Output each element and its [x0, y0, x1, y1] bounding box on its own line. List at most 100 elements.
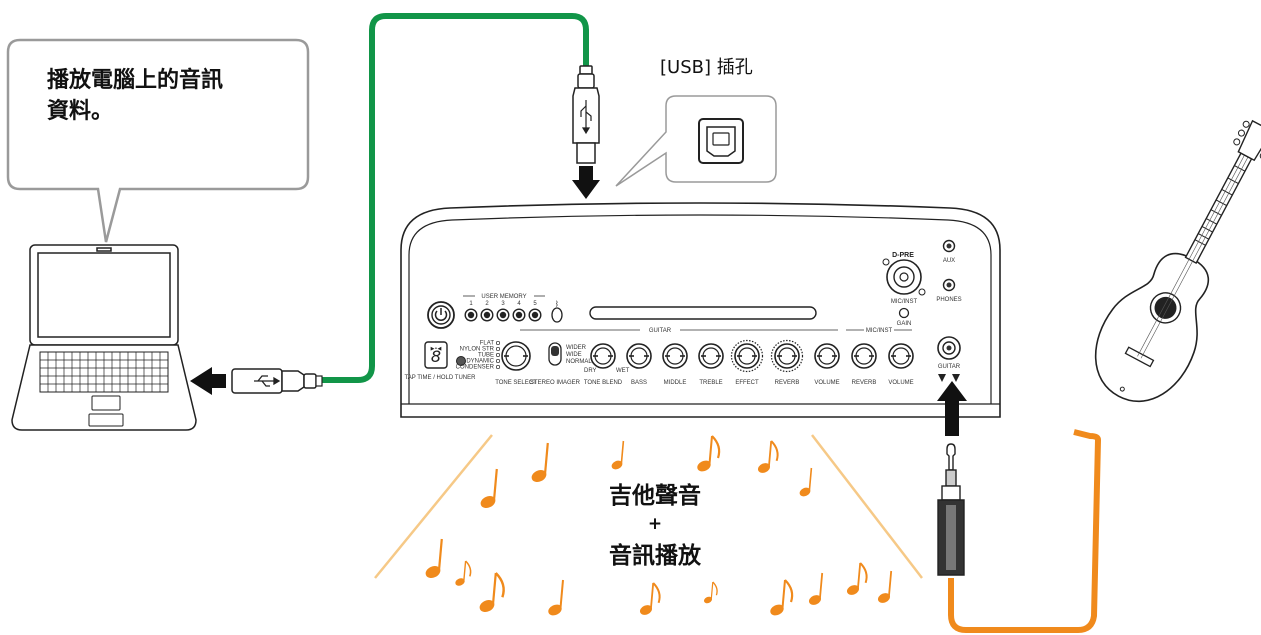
- acoustic-guitar: [1094, 119, 1261, 402]
- arrow-into-guitar-jack: [937, 381, 967, 436]
- tone-mode-label: NYLON STR: [460, 347, 495, 353]
- usb-symbol-icon: [254, 375, 281, 387]
- aux-jack: [942, 239, 956, 253]
- tone-blend-label: TONE BLEND: [584, 380, 623, 386]
- knob-label-bass: BASS: [631, 380, 647, 386]
- music-note-icon: [479, 572, 505, 612]
- tap-label: TAP TIME / HOLD TUNER: [405, 375, 477, 381]
- tone-mode-label: CONDENSER: [456, 365, 495, 371]
- tone-select-knob: [501, 341, 531, 371]
- music-note-icon: [770, 579, 794, 616]
- imager-mode-label: NORMAL: [566, 359, 592, 365]
- imager-mode-label: WIDER: [566, 345, 587, 351]
- knob-volume: [814, 343, 840, 369]
- guitar-jack-label: GUITAR: [938, 364, 961, 370]
- music-note-icon: [531, 442, 549, 482]
- usb-port-zoom: [615, 95, 777, 187]
- power-button: [427, 301, 455, 329]
- computer-usb-connector: [190, 367, 323, 395]
- knob-middle: [662, 343, 688, 369]
- music-note-icon: [611, 440, 625, 470]
- gain-knob: [898, 307, 910, 319]
- music-note-icon: [639, 582, 661, 615]
- aux-label: AUX: [943, 258, 955, 264]
- bluetooth-icon: ᛒ: [555, 300, 559, 308]
- guitar-section-label: GUITAR: [649, 328, 672, 334]
- memory-number-4: 4: [517, 301, 521, 307]
- knob-label-volume: VOLUME: [814, 380, 839, 386]
- mic-knob-label-reverb: REVERB: [852, 380, 877, 386]
- music-note-icon: [703, 581, 718, 604]
- tone-mode-label: TUBE: [478, 353, 494, 359]
- user-memory-buttons: 1 2 3 4 5: [464, 301, 542, 322]
- gain-label: GAIN: [897, 321, 912, 327]
- memory-number-2: 2: [485, 301, 489, 307]
- sound-beam-lines: [374, 434, 923, 579]
- bluetooth-button: ᛒ: [551, 300, 563, 323]
- music-note-icon: [846, 562, 868, 595]
- knob-label-effect: EFFECT: [735, 380, 759, 386]
- mic-section-label: MIC/INST: [866, 328, 893, 334]
- phones-jack: [942, 278, 956, 292]
- music-note-icon: [757, 440, 779, 473]
- tone-select-label: TONE SELECT: [495, 380, 537, 386]
- guitar-input-jack: [937, 336, 961, 360]
- knob-label-middle: MIDDLE: [664, 380, 687, 386]
- guitar-cable: [948, 429, 1101, 633]
- usb-symbol-icon: [580, 100, 592, 135]
- music-note-icon: [425, 538, 443, 578]
- user-memory-label: USER MEMORY: [481, 294, 526, 300]
- memory-number-3: 3: [501, 301, 505, 307]
- imager-mode-label: WIDE: [566, 352, 582, 358]
- blend-dry-label: DRY: [584, 368, 597, 374]
- tone-mode-label: DYNAMIC: [466, 359, 494, 365]
- phones-label: PHONES: [936, 297, 961, 303]
- guitar-plug: [937, 443, 965, 576]
- amp-usb-connector: [572, 65, 600, 164]
- usb-cable: [322, 13, 589, 383]
- knob-bass: [626, 343, 652, 369]
- callout-line-1: 播放電腦上的音訊: [47, 67, 223, 93]
- arrow-into-usb: [572, 166, 600, 199]
- knob-reverb: [770, 339, 804, 373]
- music-note-icon: [480, 468, 498, 508]
- music-note-icon: [455, 560, 472, 586]
- tone-mode-label: FLAT: [480, 341, 495, 347]
- music-note-icon: [548, 579, 564, 616]
- dpre-logo: D-PRE: [892, 252, 914, 259]
- knob-labels: BASS MIDDLE TREBLE EFFECT REVERB VOLUME REVERB…: [631, 380, 914, 386]
- music-note-icon: [799, 467, 813, 497]
- mic-inst-jack: [882, 258, 926, 296]
- callout-bubble: [6, 38, 310, 243]
- stereo-imager-label: STEREO IMAGER: [530, 380, 581, 386]
- svg-text:▶•◀: ▶•◀: [431, 346, 442, 352]
- music-note-icon: [808, 572, 824, 605]
- tap-button: [456, 356, 466, 366]
- music-note-icon: [877, 570, 893, 603]
- knob-label-reverb: REVERB: [775, 380, 800, 386]
- cable-guide-mark: [938, 374, 960, 382]
- center-text-guitar-sound: 吉他聲音: [609, 482, 701, 509]
- memory-number-1: 1: [469, 301, 473, 307]
- tuner-digit: 8: [431, 347, 441, 366]
- blend-wet-label: WET: [616, 368, 630, 374]
- center-text-plus: +: [648, 514, 662, 534]
- knob-label-treble: TREBLE: [699, 380, 722, 386]
- knob-treble: [698, 343, 724, 369]
- knob-row: [501, 339, 914, 373]
- amp-slot: [589, 306, 817, 320]
- callout-line-2: 資料。: [47, 98, 113, 124]
- mic-knob-reverb: [851, 343, 877, 369]
- mic-knob-label-volume: VOLUME: [888, 380, 913, 386]
- stereo-imager-switch: [548, 342, 562, 366]
- laptop: [11, 244, 197, 431]
- mic-knob-volume: [888, 343, 914, 369]
- center-text-audio-playback: 音訊播放: [609, 542, 702, 569]
- tone-blend-knob: [590, 343, 616, 369]
- memory-number-5: 5: [533, 301, 537, 307]
- knob-effect: [730, 339, 764, 373]
- mic-jack-label: MIC/INST: [891, 299, 918, 305]
